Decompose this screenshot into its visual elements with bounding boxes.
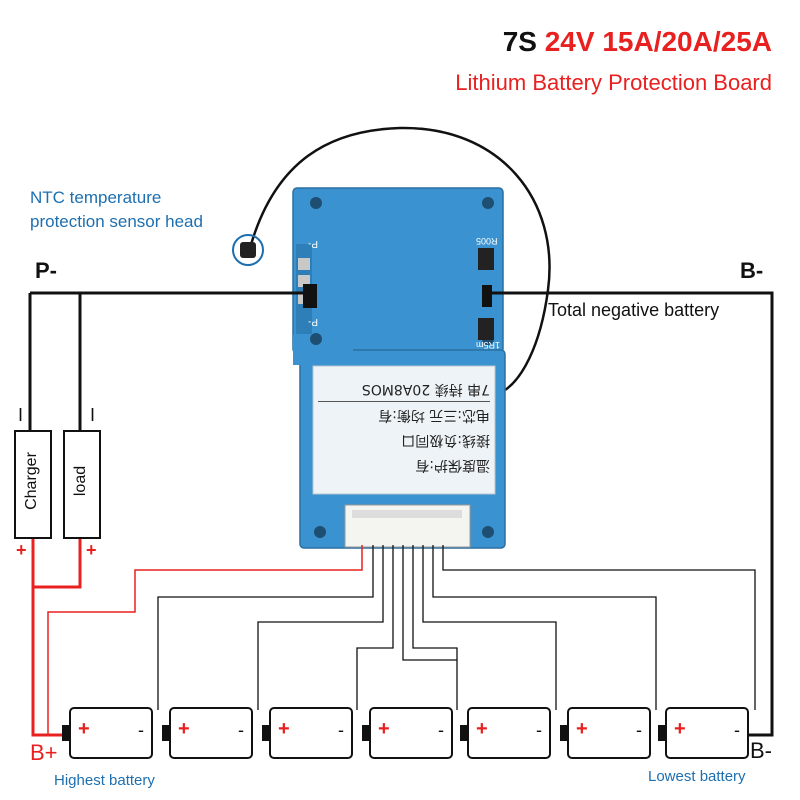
charger-label: Charger — [23, 452, 40, 510]
battery-cell-5 — [460, 707, 551, 759]
screw-hole — [482, 197, 494, 209]
page-title: 7S 24V 15A/20A/25A — [503, 26, 772, 58]
ntc-label-line2: protection sensor head — [30, 212, 203, 231]
battery-cell-7 — [658, 707, 749, 759]
battery-minus-sign: - — [536, 720, 542, 740]
load-label: load — [72, 465, 89, 497]
ntc-highlight-circle — [232, 234, 264, 266]
pad-left-top-label: P- — [308, 238, 318, 249]
highest-battery-label: Highest battery — [54, 772, 155, 789]
lowest-battery-label: Lowest battery — [648, 768, 746, 785]
battery-cell-1 — [62, 707, 153, 759]
title-cell-count: 7S — [502, 26, 537, 57]
battery-cell-6 — [560, 707, 651, 759]
battery-plus-sign: + — [178, 718, 190, 740]
title-specs: 24V 15A/20A/25A — [544, 26, 772, 57]
sticker-line-2: 电芯:三元 均衡:有 — [378, 407, 490, 423]
battery-cell-2 — [162, 707, 253, 759]
charger-box: Charger — [14, 430, 52, 539]
charger-minus-symbol: I — [18, 405, 24, 425]
load-plus-symbol: + — [86, 540, 97, 560]
battery-plus-sign: + — [674, 718, 686, 740]
charger-plus-symbol: + — [16, 540, 27, 560]
battery-minus-sign: - — [636, 720, 642, 740]
total-negative-label: Total negative battery — [548, 300, 720, 320]
sticker-line-1: 7串 持续 20A8MOS — [318, 376, 490, 402]
b-minus-bottom-label: B- — [750, 738, 772, 763]
b-minus-top-label: B- — [740, 258, 764, 283]
ntc-label-line1: NTC temperature — [30, 188, 162, 207]
protection-board — [292, 187, 506, 549]
resistor-bottom-label: 1R5m — [476, 340, 501, 350]
battery-plus-sign: + — [378, 718, 390, 740]
b-plus-label: B+ — [30, 740, 58, 765]
battery-plus-sign: + — [476, 718, 488, 740]
screw-hole — [314, 526, 326, 538]
battery-string — [62, 707, 749, 759]
load-minus-symbol: I — [90, 405, 96, 425]
battery-minus-sign: - — [438, 720, 444, 740]
battery-cell-3 — [262, 707, 353, 759]
screw-hole — [482, 526, 494, 538]
screw-hole — [310, 197, 322, 209]
pad-left-bottom-label: P- — [308, 316, 318, 327]
battery-plus-sign: + — [576, 718, 588, 740]
load-box: load — [63, 430, 101, 539]
battery-plus-sign: + — [278, 718, 290, 740]
balance-wires — [157, 545, 756, 710]
battery-minus-sign: - — [338, 720, 344, 740]
ntc-sensor-head — [240, 242, 256, 258]
sticker-line-3: 接线:负极同口 — [401, 432, 490, 448]
resistor-top-label: R005 — [476, 236, 498, 246]
ntc-cable — [248, 126, 551, 392]
battery-minus-sign: - — [734, 720, 740, 740]
board-sticker: 温度保护:有 接线:负极同口 电芯:三元 均衡:有 7串 持续 20A8MOS — [318, 376, 490, 477]
battery-minus-sign: - — [238, 720, 244, 740]
battery-cell-4 — [362, 707, 453, 759]
screw-hole — [310, 333, 322, 345]
page-subtitle: Lithium Battery Protection Board — [455, 70, 772, 95]
battery-plus-sign: + — [78, 718, 90, 740]
sticker-line-4: 温度保护:有 — [415, 457, 490, 473]
battery-minus-sign: - — [138, 720, 144, 740]
p-minus-label: P- — [35, 258, 57, 283]
